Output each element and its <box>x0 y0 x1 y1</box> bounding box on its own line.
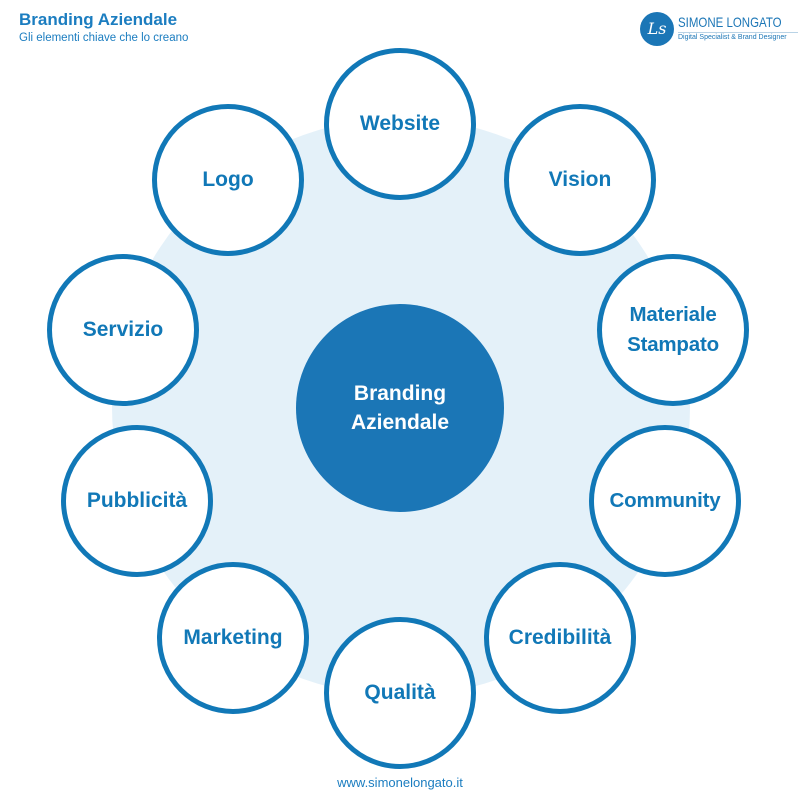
node-label: Servizio <box>82 318 164 341</box>
node-logo: Logo <box>152 104 304 256</box>
node-marketing: Marketing <box>157 562 309 714</box>
page-subtitle: Gli elementi chiave che lo creano <box>19 32 189 44</box>
central-node: Branding Aziendale <box>296 304 504 512</box>
node-website: Website <box>324 48 476 200</box>
node-label: Vision <box>548 168 612 191</box>
node-servizio: Servizio <box>47 254 199 406</box>
node-materiale-stampato: Materiale Stampato <box>597 254 749 406</box>
node-label: Materiale Stampato <box>627 303 719 356</box>
node-pubblicita: Pubblicità <box>61 425 213 577</box>
node-label: Website <box>359 112 441 135</box>
brand-tagline: Digital Specialist & Brand Designer <box>678 34 787 41</box>
brand-name: SIMONE LONGATO <box>678 14 782 30</box>
node-credibilita: Credibilità <box>484 562 636 714</box>
footer-url[interactable]: www.simonelongato.it <box>337 775 463 790</box>
monogram-icon: Ls <box>640 12 674 46</box>
node-qualita: Qualità <box>324 617 476 769</box>
node-label: Qualità <box>364 681 436 704</box>
node-community: Community <box>589 425 741 577</box>
central-node-label: Branding Aziendale <box>350 382 450 434</box>
node-label: Credibilità <box>508 626 612 649</box>
brand-divider <box>678 32 798 33</box>
node-label: Logo <box>202 168 254 191</box>
node-label: Pubblicità <box>86 489 188 512</box>
node-label: Marketing <box>183 626 283 649</box>
brand-logo: Ls SIMONE LONGATO Digital Specialist & B… <box>640 12 800 48</box>
header: Branding Aziendale Gli elementi chiave c… <box>19 9 188 45</box>
node-vision: Vision <box>504 104 656 256</box>
page-title: Branding Aziendale <box>19 10 178 29</box>
node-label: Community <box>609 489 721 512</box>
